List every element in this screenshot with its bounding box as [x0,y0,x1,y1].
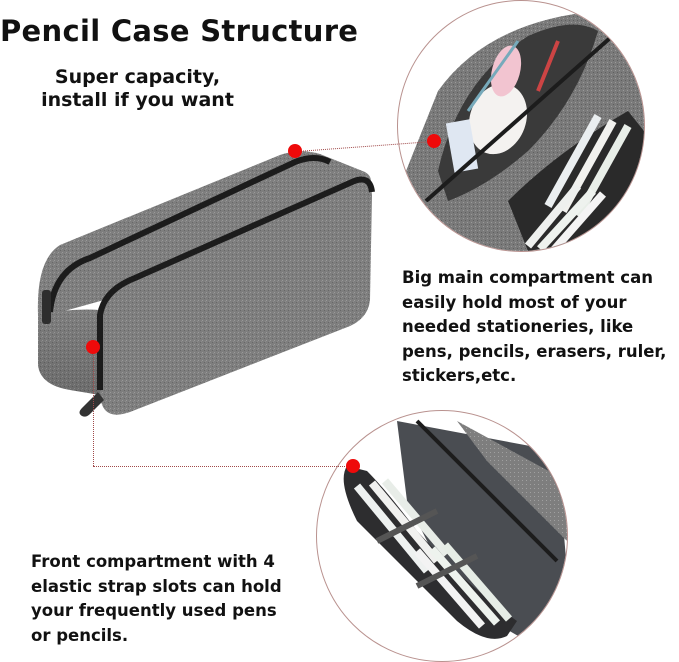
description-line: pens, pencils, erasers, ruler, [402,341,667,361]
marker-dot-case-front [86,340,100,354]
zipper-pull-left [42,290,51,324]
main-compartment-description: Big main compartment can easily hold mos… [402,266,679,389]
marker-dot-front-detail [346,459,360,473]
description-line: easily hold most of your [402,292,627,312]
description-line: your frequently used pens [31,601,277,620]
description-line: needed stationeries, like [402,317,634,336]
front-compartment-description: Front compartment with 4 elastic strap s… [31,550,311,648]
pencil-case-image [37,151,375,417]
connector-line-front-horizontal [93,466,351,467]
description-line: or pencils. [31,625,129,645]
front-compartment-detail-image [316,410,568,662]
marker-dot-case-top [288,144,302,158]
subtitle: Super capacity, install if you want [30,66,245,112]
connector-line-front-vertical [93,348,94,466]
description-line: elastic strap slots can hold [31,576,282,596]
page-title: Pencil Case Structure [0,14,359,48]
subtitle-line: Super capacity, [54,66,221,88]
description-line: Front compartment with 4 [31,552,275,571]
subtitle-line: install if you want [41,89,234,111]
description-line: stickers,etc. [402,366,517,385]
main-compartment-detail-image [397,0,645,252]
marker-dot-main-detail [427,134,441,148]
description-line: Big main compartment can [402,268,653,287]
